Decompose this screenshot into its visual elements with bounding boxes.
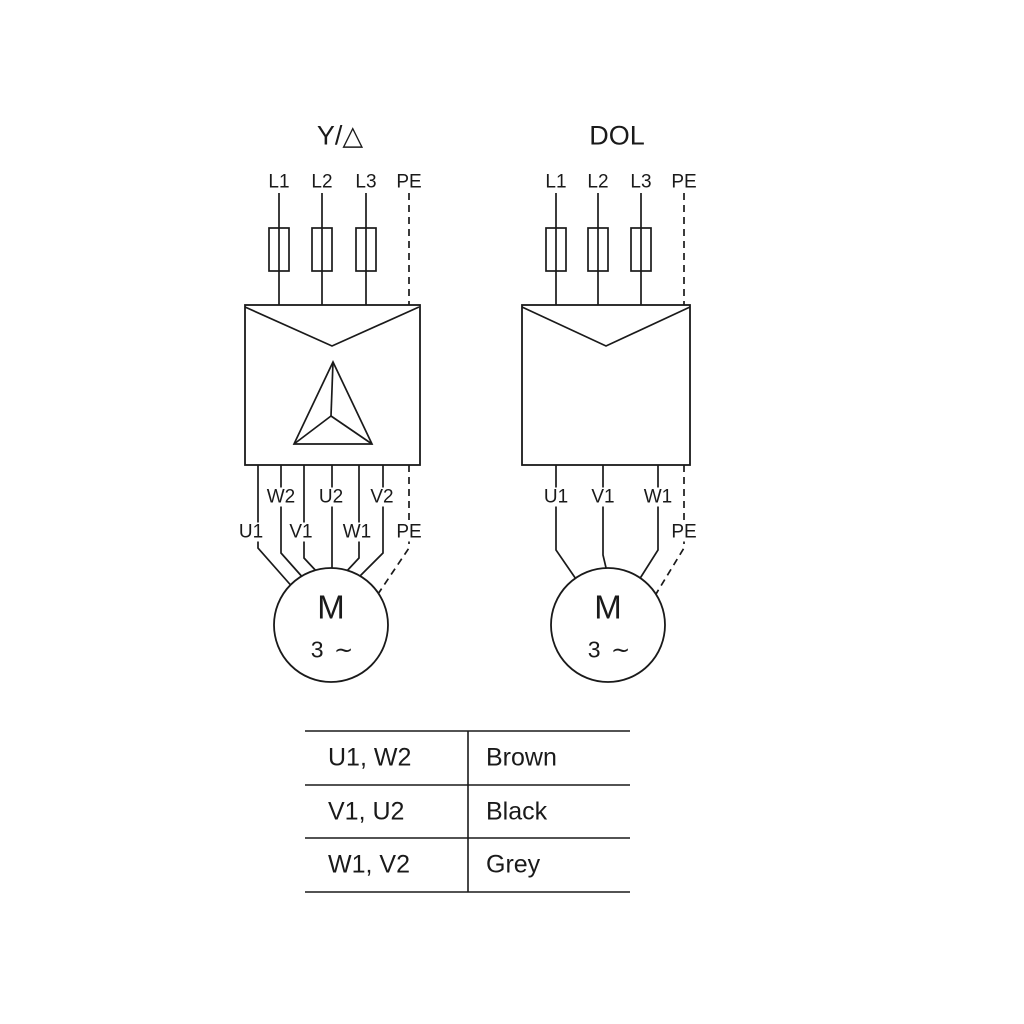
yd-motor-circle: [273, 567, 389, 683]
dol-label-pe-bottom: PE: [668, 522, 700, 542]
dol-fuse-icon-3: [630, 227, 652, 272]
dol-fuse-icon-1: [545, 227, 567, 272]
table-cell-terminals-3: W1, V2: [328, 850, 410, 879]
star-delta-diagram: [244, 193, 421, 683]
dol-label-u1: U1: [540, 487, 572, 507]
dol-label-w1: W1: [640, 487, 676, 507]
table-cell-color-2: Black: [486, 797, 548, 826]
dol-lead-v1: [602, 465, 608, 573]
dol-fuse-icon-2: [587, 227, 609, 272]
yd-label-w1: W1: [339, 522, 375, 542]
table-cell-color-1: Brown: [486, 743, 557, 772]
yd-motor-letter: M: [317, 588, 345, 626]
yd-label-u2: U2: [315, 487, 347, 507]
dol-starter-box: [521, 304, 691, 466]
yd-label-u1: U1: [235, 522, 267, 542]
yd-label-v1: V1: [286, 522, 316, 542]
table-cell-terminals-1: U1, W2: [328, 743, 412, 772]
table-cell-color-3: Grey: [486, 850, 541, 879]
yd-label-pe-bottom: PE: [393, 522, 425, 542]
yd-label-v2: V2: [367, 487, 397, 507]
star-delta-title: Y/△: [316, 120, 364, 151]
delta-icon: [292, 360, 374, 445]
yd-lead-v1: [303, 465, 319, 574]
yd-label-w2: W2: [263, 487, 299, 507]
yd-lead-w1: [344, 465, 360, 574]
dol-motor-letter: M: [594, 588, 622, 626]
dol-label-l1: L1: [545, 171, 567, 193]
dol-motor-phases: 3 ∼: [587, 636, 633, 663]
yd-label-l1: L1: [268, 171, 290, 193]
yd-label-l3: L3: [355, 171, 377, 193]
yd-chevron-icon: [244, 306, 420, 347]
dol-title: DOL: [589, 120, 645, 151]
dol-label-l3: L3: [630, 171, 652, 193]
dol-pe-wire-bottom: [655, 465, 685, 595]
yd-pe-wire-bottom: [377, 465, 410, 595]
dol-lead-w1: [638, 465, 659, 581]
dol-motor-circle: [550, 567, 666, 683]
dol-label-v1: V1: [588, 487, 618, 507]
wire-color-table-grid: [305, 730, 630, 893]
yd-label-pe-top: PE: [396, 171, 422, 193]
yd-label-l2: L2: [311, 171, 333, 193]
yd-fuse-icon-3: [355, 227, 377, 272]
table-cell-terminals-2: V1, U2: [328, 797, 405, 826]
dol-lead-u1: [555, 465, 579, 583]
yd-fuse-icon-1: [268, 227, 290, 272]
dol-chevron-icon: [521, 306, 691, 347]
yd-motor-phases: 3 ∼: [310, 636, 356, 663]
yd-fuse-icon-2: [311, 227, 333, 272]
dol-label-pe-top: PE: [671, 171, 697, 193]
yd-lead-u1: [257, 465, 296, 591]
dol-label-l2: L2: [587, 171, 609, 193]
